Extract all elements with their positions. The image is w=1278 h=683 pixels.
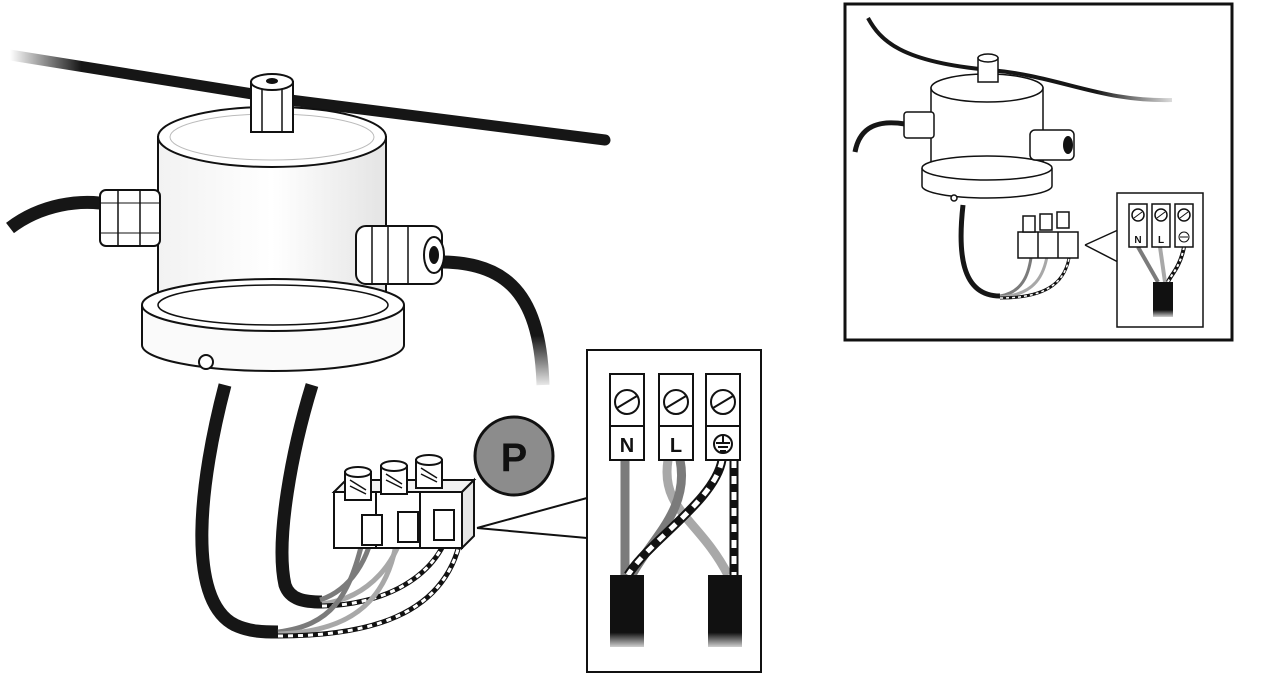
- badge-letter: P: [501, 436, 528, 480]
- badge-circle: [473, 415, 555, 497]
- inset-housing: [903, 53, 1075, 202]
- terminal-screw-icon: [344, 466, 372, 501]
- top-hex-nut: [250, 73, 294, 133]
- main-terminal-block: [331, 454, 477, 551]
- earth-ground-icon: [1178, 231, 1190, 243]
- junction-box-housing: [141, 106, 405, 372]
- left-supply-cable: [6, 195, 114, 234]
- right-cable-gland: [355, 225, 445, 285]
- terminal-screw-icon: [380, 460, 408, 495]
- detail-panel: N L: [586, 349, 762, 673]
- overview-inset: N L: [843, 2, 1234, 342]
- cable-stub: [708, 575, 742, 647]
- inset-terminal-label-live: L: [1158, 235, 1164, 246]
- inset-detail-panel: N L: [1116, 192, 1204, 328]
- lower-cable-long: [195, 383, 279, 639]
- terminal-label-neutral: N: [620, 435, 634, 457]
- terminal-live: L: [658, 373, 694, 461]
- position-badge: P: [473, 415, 555, 497]
- terminal-neutral: N: [609, 373, 645, 461]
- callout-pointer: [476, 497, 588, 539]
- terminal-earth: [705, 373, 741, 461]
- earth-ground-icon: [713, 434, 733, 454]
- lower-cable-short: [275, 383, 323, 609]
- mounting-hole-icon: [198, 354, 214, 370]
- inset-left-cable: [852, 120, 906, 153]
- inset-terminal-block: [1017, 211, 1079, 259]
- main-illustration: P N: [4, 49, 762, 673]
- left-cable-gland: [99, 189, 161, 247]
- terminal-screw-icon: [415, 454, 443, 489]
- inset-terminal-label-neutral: N: [1134, 235, 1141, 246]
- right-supply-cable: [429, 255, 550, 386]
- inset-terminal-neutral: N: [1128, 203, 1148, 248]
- terminal-label-live: L: [670, 435, 682, 457]
- inset-terminal-live: L: [1151, 203, 1171, 248]
- cable-stub: [610, 575, 644, 647]
- inset-terminal-earth: [1174, 203, 1194, 248]
